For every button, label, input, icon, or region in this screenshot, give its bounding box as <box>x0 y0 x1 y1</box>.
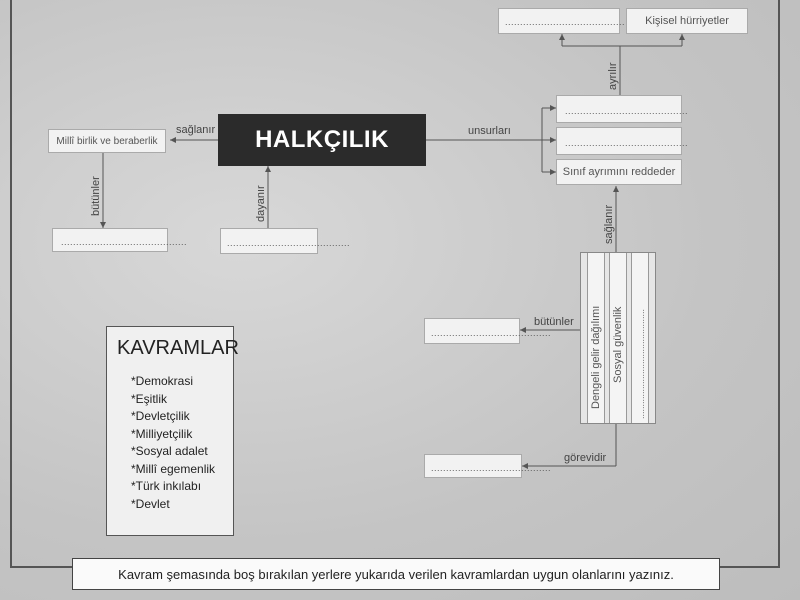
edge-label-ayrilir: ayrılır <box>607 62 619 91</box>
concept-item: *Milliyetçilik <box>131 426 193 441</box>
strip-sosyal-guvenlik: Sosyal güvenlik <box>609 253 627 423</box>
blank-box-top-left[interactable]: ........................................ <box>498 8 625 34</box>
concepts-box: KAVRAMLAR *Demokrasi *Eşitlik *Devletçil… <box>106 326 239 536</box>
concepts-title: KAVRAMLAR <box>117 337 239 359</box>
box-kisisel-hurriyetler: Kişisel hürriyetler <box>626 8 748 34</box>
concept-item: *Eşitlik <box>131 391 168 406</box>
edge-label-dayanir: dayanır <box>255 185 267 222</box>
blank-box-left[interactable]: ........................................… <box>52 228 187 252</box>
instruction-text: Kavram şemasında boş bırakılan yerlere y… <box>118 566 674 582</box>
blank-box-element-2[interactable]: ........................................… <box>556 127 688 155</box>
edge-label-gorevidir: görevidir <box>564 452 607 464</box>
central-concept-box: HALKÇILIK <box>218 114 426 166</box>
blank-box-right-bottom[interactable]: ........................................ <box>424 454 551 478</box>
edge-label-saglanir-left: sağlanır <box>176 124 216 136</box>
blank-box-right-mid[interactable]: ........................................ <box>424 318 551 344</box>
instruction-box: Kavram şemasında boş bırakılan yerlere y… <box>72 558 720 590</box>
concept-item: *Sosyal adalet <box>131 444 208 458</box>
edge-label-butunler-left: bütünler <box>90 176 102 216</box>
concept-item: *Millî egemenlik <box>131 461 216 476</box>
central-concept-title: HALKÇILIK <box>255 126 389 153</box>
concept-item: *Türk inkılabı <box>131 479 202 493</box>
blank-box-center[interactable]: ........................................… <box>220 228 350 254</box>
edge-label-unsurlari: unsurları <box>468 125 511 137</box>
concept-item: *Devlet <box>131 496 170 511</box>
concept-item: *Demokrasi <box>131 374 194 388</box>
box-sinif-ayrimini-reddeder: Sınıf ayrımını reddeder <box>556 159 682 185</box>
concepts-list: *Demokrasi *Eşitlik *Devletçilik *Milliy… <box>131 373 215 513</box>
concept-item: *Devletçilik <box>131 409 190 423</box>
edge-label-butunler-right: bütünler <box>534 316 574 328</box>
strip-stack: Dengeli gelir dağılımı Sosyal güvenlik .… <box>580 252 656 424</box>
edge-label-saglanir-right: sağlanır <box>603 204 615 244</box>
strip-blank[interactable]: ........................................… <box>631 253 649 423</box>
blank-box-element-1[interactable]: ........................................… <box>556 95 688 123</box>
strip-dengeli-gelir: Dengeli gelir dağılımı <box>587 253 605 423</box>
box-milli-birlik: Millî birlik ve beraberlik <box>48 129 166 153</box>
